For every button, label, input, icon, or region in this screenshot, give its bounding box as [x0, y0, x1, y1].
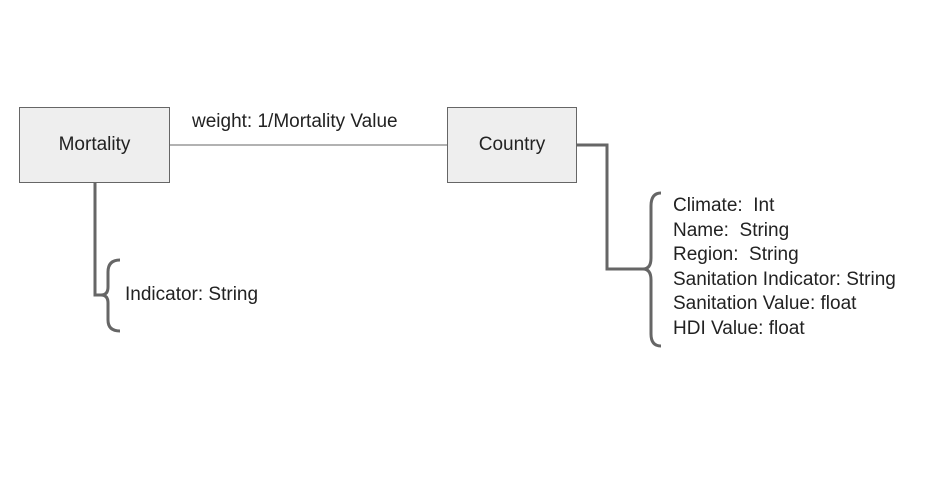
node-mortality[interactable]: Mortality [19, 107, 170, 183]
mortality-attribute: Indicator: String [125, 284, 259, 305]
brace-mortality-attributes [100, 258, 121, 333]
mortality-attribute-list: Indicator: String [125, 283, 258, 308]
country-attribute-list: Climate: Int Name: String Region: String… [673, 194, 896, 342]
country-attribute: Sanitation Indicator: String [673, 268, 896, 290]
connector-country-attributes [577, 143, 645, 271]
country-attribute: Sanitation Value: float [673, 293, 857, 315]
country-attribute: HDI Value: float [673, 317, 805, 339]
country-attribute: Name: String [673, 219, 790, 241]
edge-label-mortality-country: weight: 1/Mortality Value [192, 111, 398, 132]
node-country-label: Country [478, 134, 546, 155]
country-attribute: Region: String [673, 244, 799, 266]
node-country[interactable]: Country [447, 107, 577, 183]
country-attribute: Climate: Int [673, 195, 775, 216]
node-mortality-label: Mortality [58, 134, 131, 155]
brace-country-attributes [642, 191, 662, 348]
connector-mortality-attributes [93, 183, 104, 297]
